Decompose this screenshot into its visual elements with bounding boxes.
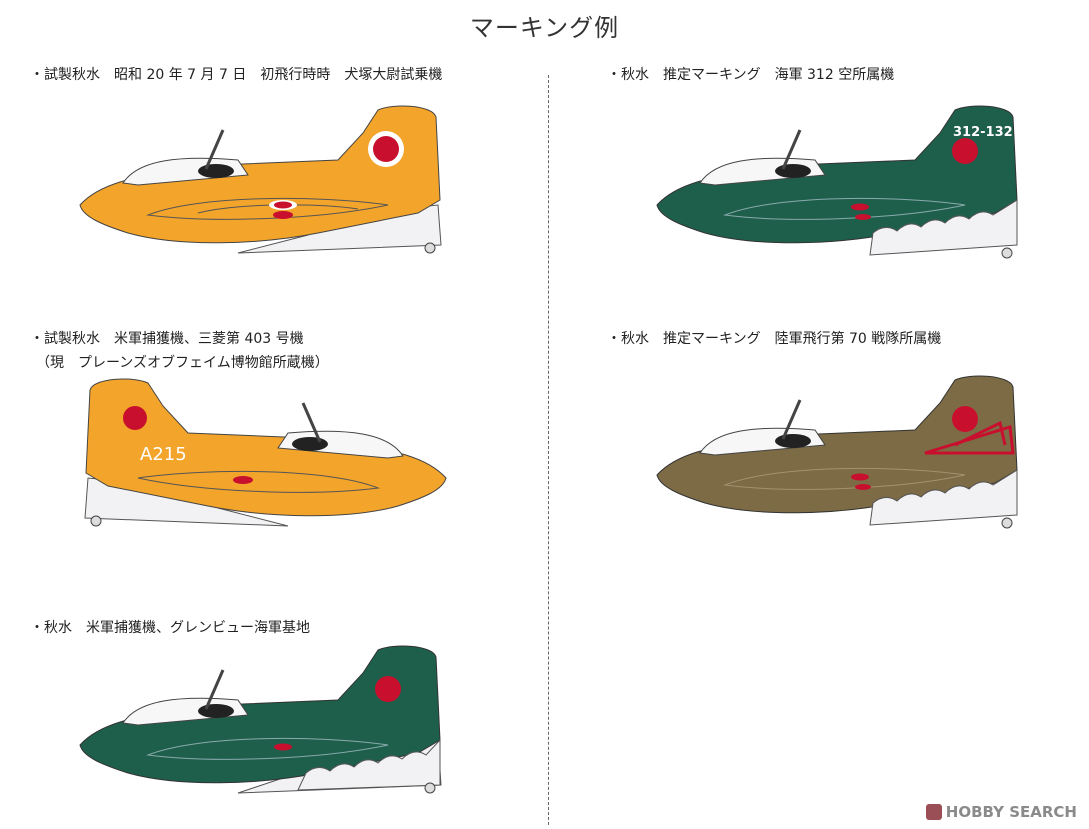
caption-plane-2-line1: ・試製秋水 米軍捕獲機、三菱第 403 号機 (30, 331, 304, 347)
caption-plane-4: ・秋水 推定マーキング 海軍 312 空所属機 (607, 67, 895, 83)
caption-plane-3: ・秋水 米軍捕獲機、グレンビュー海軍基地 (30, 620, 310, 636)
plane-orange-right (79, 105, 442, 254)
plane-olive-army (656, 375, 1018, 529)
hobby-search-logo-icon (925, 804, 942, 820)
page-title: マーキング例 (469, 14, 620, 42)
caption-plane-5: ・秋水 推定マーキング 陸軍飛行第 70 戦隊所属機 (607, 331, 942, 347)
plane-green-captured (79, 645, 442, 794)
caption-plane-2-line2: （現 プレーンズオブフェイム博物館所蔵機） (36, 355, 329, 371)
caption-plane-1: ・試製秋水 昭和 20 年 7 月 7 日 初飛行時時 犬塚大尉試乗機 (30, 67, 443, 83)
hobby-search-watermark: HOBBY SEARCH (925, 803, 1077, 821)
center-divider (548, 75, 549, 825)
fuselage-code-a215: A215 (140, 444, 187, 465)
plane-green-312: 312-132 (656, 105, 1018, 259)
tail-code-312: 312-132 (953, 125, 1013, 140)
watermark-text: HOBBY SEARCH (945, 803, 1077, 821)
plane-orange-left: A215 (84, 378, 447, 527)
